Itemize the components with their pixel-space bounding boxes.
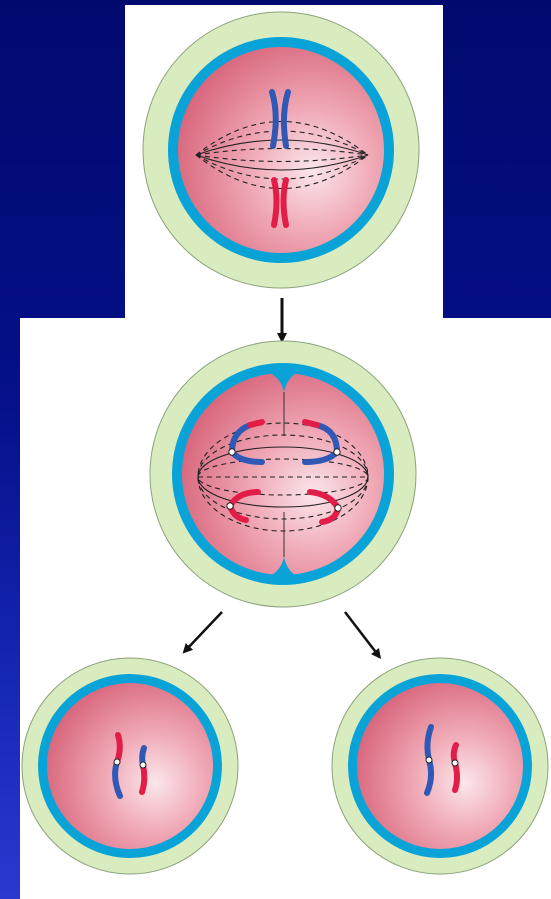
arrow-right: [345, 612, 378, 655]
cytoplasm: [357, 683, 523, 849]
cytoplasm: [182, 373, 384, 575]
daughter-cell-right: [332, 658, 548, 874]
daughter-cell-left: [22, 658, 238, 874]
cytoplasm: [47, 683, 213, 849]
dividing-cell: [150, 341, 416, 607]
chromosome-red-blue-lower: [142, 765, 144, 792]
centromere: [426, 757, 432, 763]
centromere: [114, 759, 120, 765]
centromere: [452, 760, 458, 766]
arrow-left: [186, 612, 222, 650]
chromosome-red: [454, 745, 457, 790]
chromosome-blue-red: [117, 735, 120, 762]
metaphase-cell: [143, 12, 419, 288]
centromere: [140, 762, 146, 768]
